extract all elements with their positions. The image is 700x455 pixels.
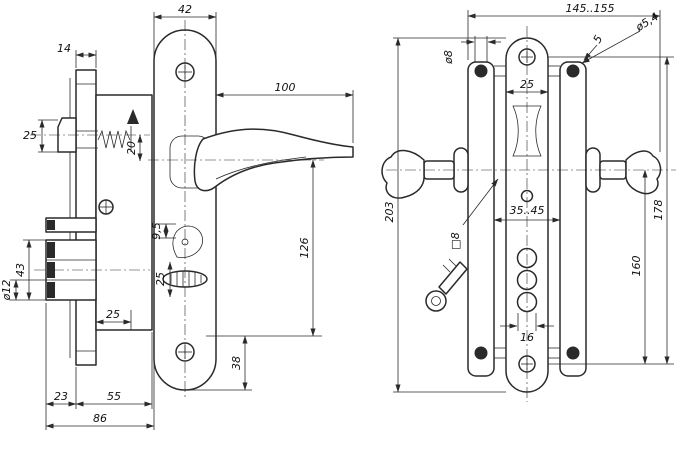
dim-100-label: 100	[275, 81, 296, 94]
dim-38: 38	[187, 335, 252, 391]
dim-20-label: 20	[125, 141, 138, 155]
dim-203-label: 203	[383, 202, 396, 223]
dim-d5-4-label: ø5,4	[633, 10, 661, 34]
dim-86-label: 86	[93, 412, 107, 425]
dim-35-45: 35..45	[493, 204, 561, 223]
dim-16-label: 16	[520, 331, 534, 344]
dim-38-label: 38	[230, 356, 243, 370]
dim-9-5: 9,5	[150, 222, 176, 240]
dim-25-right-label: 25	[520, 78, 534, 91]
keyhole-cam	[172, 225, 203, 258]
dim-42: 42	[153, 3, 217, 97]
dim-23-label: 23	[54, 390, 68, 403]
dim-178: 178	[548, 56, 674, 365]
dim-100: 100	[215, 81, 354, 143]
latch-bolt	[57, 117, 77, 153]
screw-head-bottom-right	[566, 346, 580, 360]
screw-head-top-right	[566, 64, 580, 78]
dim-20: 20	[125, 134, 143, 162]
dim-86: 86	[45, 362, 155, 430]
dim-25-latch-label: 25	[23, 129, 37, 142]
dim-25-mid: 25	[154, 261, 173, 298]
dim-25-latch: 25	[23, 119, 58, 153]
dim-d12: ø12	[0, 279, 46, 302]
dim-25-bottom-label: 25	[106, 308, 120, 321]
dim-35-45-label: 35..45	[510, 204, 545, 217]
dim-25-mid-label: 25	[154, 272, 167, 286]
dim-d12-label: ø12	[0, 280, 13, 302]
dim-sq8: □8	[449, 178, 499, 250]
right-view: 145..155 ø5,4 ø8 5 25 203 3	[381, 2, 676, 402]
dim-14: 14	[57, 42, 97, 68]
dim-14-label: 14	[57, 42, 71, 55]
dim-d8-label: ø8	[442, 50, 455, 65]
deadbolt-upper	[45, 217, 97, 233]
left-handle-grip	[381, 149, 425, 199]
right-handle-grip	[625, 150, 662, 195]
dim-178-label: 178	[652, 200, 665, 221]
dim-145-155: 145..155	[467, 2, 661, 152]
outer-plate-left	[467, 61, 495, 377]
key	[425, 258, 468, 312]
dim-55-label: 55	[107, 390, 121, 403]
dim-203: 203	[383, 37, 506, 393]
dim-126: 126	[206, 159, 322, 337]
dim-25-bottom: 25	[95, 308, 132, 325]
dim-25-right: 25	[505, 78, 549, 95]
dim-126-label: 126	[298, 238, 311, 259]
latch-spring	[97, 129, 131, 149]
screw-head-bottom-left	[474, 346, 488, 360]
outer-plate-right	[559, 61, 587, 377]
dim-42-label: 42	[178, 3, 192, 16]
dim-145-155-label: 145..155	[566, 2, 615, 15]
dim-5-label: 5	[591, 33, 606, 46]
dim-160: 160	[548, 169, 674, 365]
left-view: 42 14 100 25 20 126	[0, 3, 354, 430]
dim-sq8-label: □8	[449, 232, 462, 249]
dim-d8: ø8	[442, 36, 501, 65]
dim-160-label: 160	[630, 256, 643, 277]
lever-handle	[193, 128, 354, 192]
latch-stop-detail	[127, 109, 139, 124]
dim-23: 23	[45, 303, 77, 430]
dim-16: 16	[500, 313, 554, 344]
dim-43-label: 43	[14, 263, 27, 277]
left-view-centerlines	[30, 20, 324, 400]
spool-cutout	[512, 105, 542, 157]
dim-9-5-label: 9,5	[150, 222, 163, 240]
screw-head-top-left	[474, 64, 488, 78]
dim-55: 55	[75, 332, 153, 409]
right-view-centerlines	[386, 26, 676, 402]
